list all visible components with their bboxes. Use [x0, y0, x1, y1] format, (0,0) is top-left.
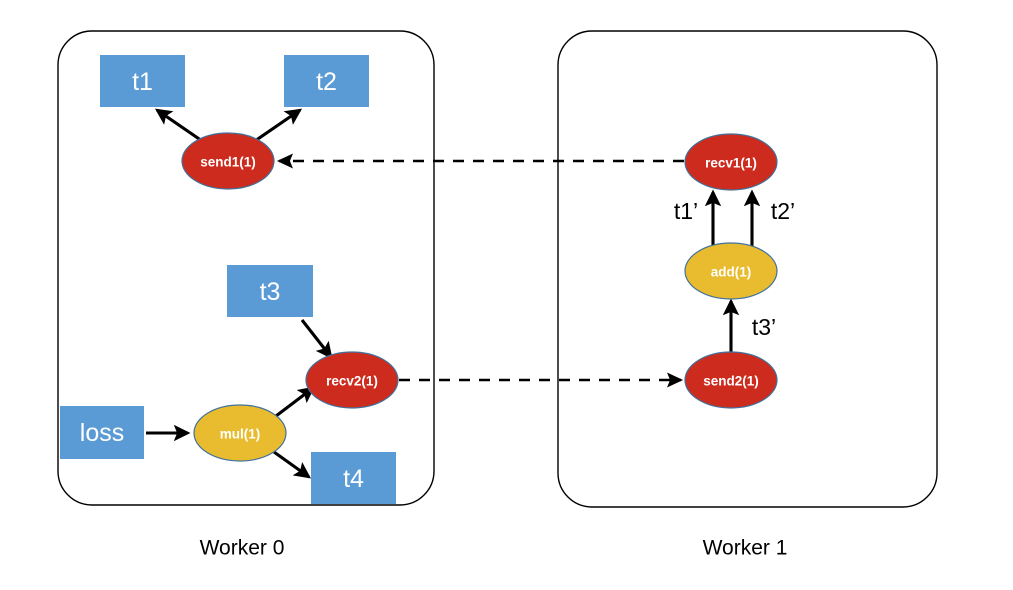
node-loss[interactable]: loss — [60, 406, 144, 459]
node-add1-label: add(1) — [711, 265, 752, 280]
edge-mul1-to-recv2 — [275, 386, 315, 418]
edge-label-t1-prime: t1’ — [674, 198, 698, 224]
panel-worker0-border — [57, 30, 435, 506]
node-send2-label: send2(1) — [703, 374, 759, 389]
panel-worker0: Worker 0 — [57, 30, 435, 560]
node-recv1-label: recv1(1) — [705, 156, 757, 171]
node-send1-label: send1(1) — [200, 155, 256, 170]
edge-label-t2-prime: t2’ — [771, 198, 795, 224]
node-t2-label: t2 — [316, 68, 337, 96]
node-mul1-label: mul(1) — [220, 427, 261, 442]
node-add1[interactable]: add(1) — [684, 242, 778, 300]
node-t1-shape[interactable] — [100, 55, 185, 107]
node-send1[interactable]: send1(1) — [181, 132, 275, 190]
node-send1-shape[interactable] — [181, 132, 275, 190]
node-t3-label: t3 — [260, 278, 281, 306]
panel-worker1: Worker 1 — [557, 30, 938, 560]
node-t3[interactable]: t3 — [227, 265, 313, 317]
node-loss-shape[interactable] — [60, 406, 144, 459]
node-t4[interactable]: t4 — [311, 452, 396, 504]
node-recv2-label: recv2(1) — [326, 374, 378, 389]
edge-t3-to-recv2 — [300, 319, 333, 359]
node-t4-shape[interactable] — [311, 452, 396, 504]
node-add1-shape[interactable] — [684, 242, 778, 300]
panel-worker1-border — [557, 30, 938, 508]
node-recv1-shape[interactable] — [684, 133, 778, 191]
node-send2[interactable]: send2(1) — [684, 351, 778, 409]
node-t2-shape[interactable] — [284, 55, 369, 107]
node-mul1[interactable]: mul(1) — [193, 404, 287, 462]
node-recv1[interactable]: recv1(1) — [684, 133, 778, 191]
panel-worker1-caption: Worker 1 — [703, 537, 788, 560]
edge-label-t3-prime: t3’ — [752, 314, 776, 340]
edge-send1-to-t2 — [251, 108, 303, 145]
node-t1-label: t1 — [132, 68, 153, 96]
node-recv2-shape[interactable] — [305, 351, 399, 409]
node-t4-label: t4 — [343, 465, 364, 493]
node-t2[interactable]: t2 — [284, 55, 369, 107]
node-t1[interactable]: t1 — [100, 55, 185, 107]
edge-send1-to-t1 — [154, 108, 206, 145]
node-loss-label: loss — [80, 419, 124, 447]
edge-layer: t1’ t2’ t3’ — [146, 108, 795, 479]
node-t3-shape[interactable] — [227, 265, 313, 317]
node-layer: t1 t2 send1(1) t3 recv2(1) loss — [60, 55, 778, 504]
node-recv2[interactable]: recv2(1) — [305, 351, 399, 409]
node-send2-shape[interactable] — [684, 351, 778, 409]
panel-worker0-caption: Worker 0 — [200, 537, 285, 560]
node-mul1-shape[interactable] — [193, 404, 287, 462]
edge-mul1-to-t4 — [273, 450, 312, 479]
